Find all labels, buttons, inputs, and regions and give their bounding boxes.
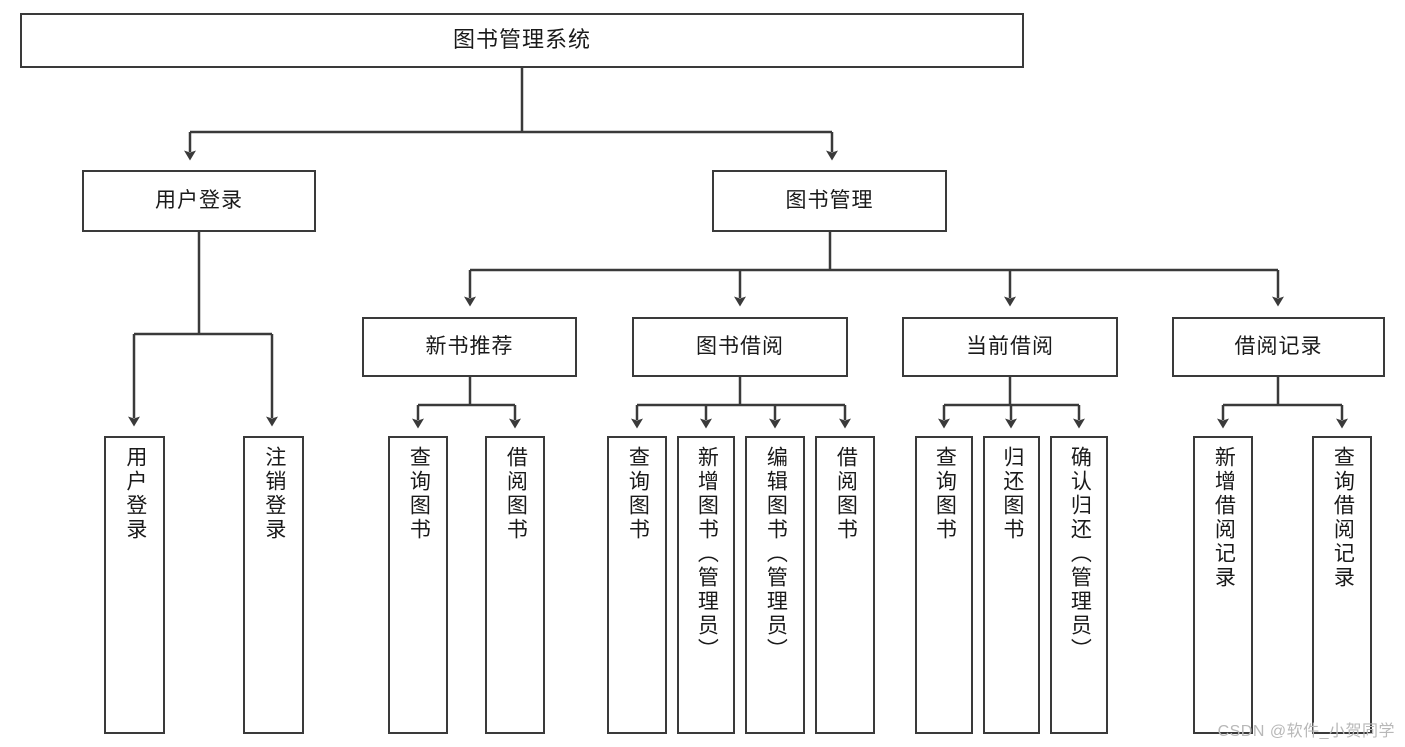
node-borrow-record[interactable]: 借阅记录 [1172,317,1385,377]
node-label: 图书管理系统 [452,27,591,53]
leaf-user-login-signout[interactable]: 注销登录 [243,436,304,734]
node-label: 确认归还（管理员） [1068,446,1092,662]
node-current-borrow[interactable]: 当前借阅 [902,317,1118,377]
node-label: 借阅图书 [834,446,858,542]
node-label: 用户登录 [155,189,243,213]
leaf-current-borrow-query[interactable]: 查询图书 [915,436,973,734]
node-label: 用户登录 [123,446,147,542]
node-label: 当前借阅 [966,335,1054,359]
node-label: 借阅图书 [504,446,528,542]
node-label: 新书推荐 [425,335,514,359]
node-label: 借阅记录 [1234,335,1323,359]
leaf-current-borrow-return[interactable]: 归还图书 [983,436,1040,734]
node-label: 注销登录 [262,446,286,542]
leaf-book-borrow-lend[interactable]: 借阅图书 [815,436,875,734]
leaf-user-login-signin[interactable]: 用户登录 [104,436,165,734]
node-root-system[interactable]: 图书管理系统 [20,13,1024,68]
leaf-borrow-record-add[interactable]: 新增借阅记录 [1193,436,1253,734]
node-label: 图书管理 [785,189,874,213]
node-label: 归还图书 [1000,446,1024,542]
leaf-book-borrow-query[interactable]: 查询图书 [607,436,667,734]
node-book-borrow[interactable]: 图书借阅 [632,317,848,377]
node-label: 新增图书（管理员） [695,446,719,662]
node-label: 图书借阅 [696,335,784,359]
node-label: 查询图书 [407,446,431,542]
node-label: 查询借阅记录 [1331,446,1355,590]
leaf-book-borrow-edit[interactable]: 编辑图书（管理员） [745,436,805,734]
node-label: 查询图书 [626,446,650,542]
leaf-new-book-borrow[interactable]: 借阅图书 [485,436,545,734]
leaf-book-borrow-add[interactable]: 新增图书（管理员） [677,436,735,734]
node-label: 查询图书 [933,446,957,542]
leaf-new-book-query[interactable]: 查询图书 [388,436,448,734]
node-label: 编辑图书（管理员） [764,446,788,662]
node-new-book-recommend[interactable]: 新书推荐 [362,317,577,377]
node-user-login[interactable]: 用户登录 [82,170,316,232]
node-book-management[interactable]: 图书管理 [712,170,947,232]
leaf-borrow-record-query[interactable]: 查询借阅记录 [1312,436,1372,734]
leaf-current-borrow-confirm[interactable]: 确认归还（管理员） [1050,436,1108,734]
node-label: 新增借阅记录 [1212,446,1236,590]
